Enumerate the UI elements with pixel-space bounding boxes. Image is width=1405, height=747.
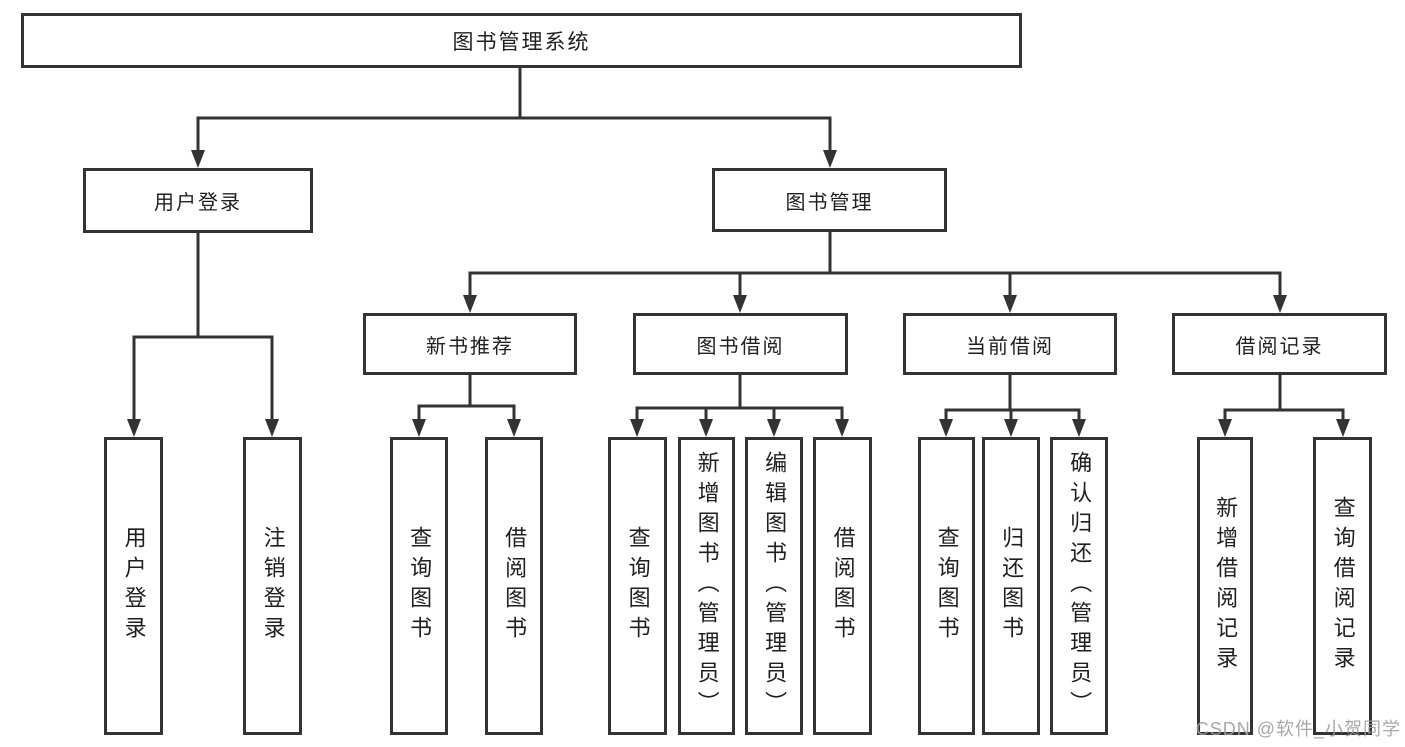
node-label: 借阅图书 [502, 526, 528, 646]
node-label: 用户登录 [121, 526, 147, 646]
node-label: 注销登录 [260, 526, 286, 646]
leaf-query-books-current: 查询图书 [918, 437, 975, 735]
node-label: 确认归还（管理员） [1067, 451, 1093, 721]
leaf-borrow-books-recommend: 借阅图书 [485, 437, 543, 735]
leaf-add-borrow-record: 新增借阅记录 [1197, 437, 1253, 735]
node-label: 借阅图书 [830, 526, 856, 646]
leaf-add-books-admin: 新增图书（管理员） [678, 437, 735, 735]
leaf-query-books-borrowing: 查询图书 [608, 437, 667, 735]
leaf-query-books-recommend: 查询图书 [390, 437, 448, 735]
node-library-management-system: 图书管理系统 [21, 13, 1022, 68]
node-borrowing-records: 借阅记录 [1172, 313, 1387, 375]
node-label: 归还图书 [999, 526, 1025, 646]
node-label: 图书管理 [785, 191, 874, 214]
node-label: 查询图书 [934, 526, 960, 646]
csdn-watermark: CSDN @软件_小贺同学 [1195, 719, 1401, 739]
leaf-borrow-books-borrowing: 借阅图书 [813, 437, 872, 735]
arrowheads [127, 150, 1350, 437]
leaf-confirm-return-admin: 确认归还（管理员） [1050, 437, 1108, 735]
node-label: 图书借阅 [696, 335, 785, 358]
leaf-user-login: 用户登录 [104, 437, 163, 735]
node-book-borrowing: 图书借阅 [633, 313, 848, 375]
node-label: 用户登录 [154, 192, 242, 214]
node-new-book-recommendation: 新书推荐 [363, 313, 577, 375]
node-user-login: 用户登录 [83, 168, 313, 233]
node-label: 查询图书 [625, 526, 651, 646]
leaf-return-books: 归还图书 [982, 437, 1040, 735]
node-label: 查询图书 [407, 526, 433, 646]
node-label: 查询借阅记录 [1330, 496, 1356, 676]
leaf-query-borrow-record: 查询借阅记录 [1313, 437, 1372, 735]
node-current-borrowing: 当前借阅 [903, 313, 1117, 375]
node-label: 图书管理系统 [452, 30, 591, 54]
node-label: 新书推荐 [426, 335, 514, 358]
node-label: 当前借阅 [966, 335, 1054, 358]
node-label: 新增借阅记录 [1213, 496, 1239, 676]
node-book-management: 图书管理 [712, 168, 947, 232]
leaf-logout: 注销登录 [243, 437, 302, 735]
node-label: 借阅记录 [1235, 335, 1324, 358]
node-label: 编辑图书（管理员） [762, 451, 788, 721]
node-label: 新增图书（管理员） [694, 451, 720, 721]
leaf-edit-books-admin: 编辑图书（管理员） [745, 437, 803, 735]
